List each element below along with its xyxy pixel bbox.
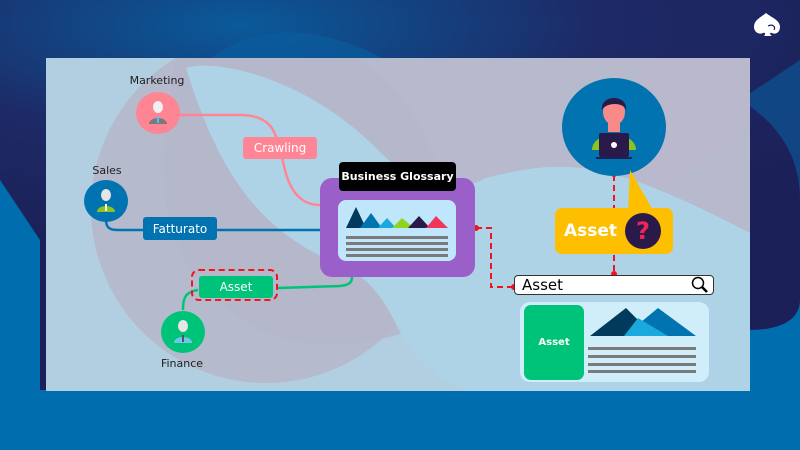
mountains-icon [590, 308, 696, 336]
crawling-tag[interactable]: Crawling [243, 137, 317, 159]
user-node[interactable] [562, 78, 666, 176]
search-input[interactable]: Asset [514, 275, 714, 295]
marketing-label: Marketing [129, 74, 185, 87]
mountains-icon [346, 207, 448, 228]
user-with-laptop-icon [592, 98, 636, 159]
question-mark-icon: ? [625, 213, 661, 249]
search-icon[interactable] [691, 276, 709, 294]
finance-node[interactable] [161, 311, 205, 353]
speech-pointer [628, 170, 654, 212]
person-icon [174, 320, 192, 343]
marketing-node[interactable] [136, 92, 180, 134]
fatturato-tag[interactable]: Fatturato [143, 217, 217, 240]
result-asset-tag: Asset [524, 305, 584, 380]
sales-node[interactable] [84, 180, 128, 222]
glossary-document [338, 200, 456, 261]
spade-logo-icon [752, 12, 782, 38]
asset-tag[interactable]: Asset [199, 276, 273, 298]
finance-label: Finance [160, 357, 204, 370]
business-glossary-title: Business Glossary [339, 162, 456, 191]
sales-label: Sales [92, 164, 122, 177]
asset-highlight [191, 269, 278, 301]
question-label: Asset [564, 221, 618, 241]
person-icon [97, 189, 115, 212]
asset-question-bubble: Asset ? [555, 208, 673, 254]
person-icon [149, 101, 167, 124]
search-value: Asset [522, 276, 564, 294]
